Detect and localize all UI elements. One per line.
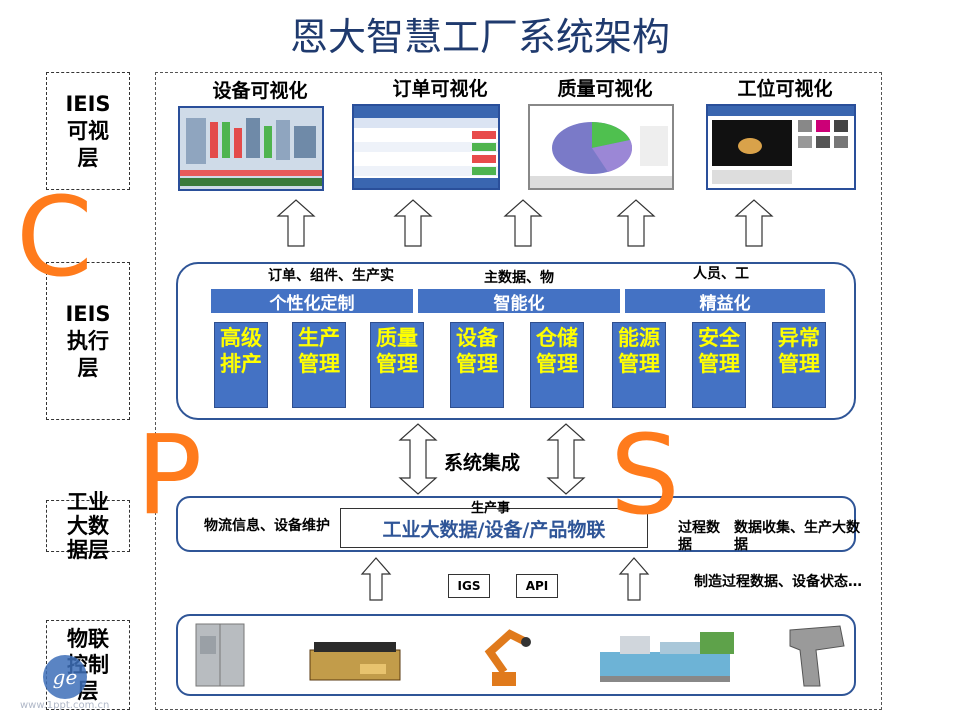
cps-letter-s: S — [610, 411, 680, 539]
architecture-frame — [155, 72, 882, 710]
module-production: 生产管理 — [292, 322, 346, 408]
up-arrow-3 — [503, 199, 543, 247]
module-quality: 质量管理 — [370, 322, 424, 408]
station-thumb — [708, 106, 854, 184]
order-visual-screen — [352, 104, 500, 190]
integration-arrows — [398, 423, 586, 495]
screen-title-order: 订单可视化 — [392, 78, 488, 100]
layer-label-exec-text: IEIS 执行 层 — [65, 301, 111, 380]
up-arrow-2 — [393, 199, 433, 247]
bigdata-note-left: 物流信息、设备维护 — [204, 518, 330, 534]
screen-title-station: 工位可视化 — [737, 78, 833, 100]
iot-devices — [195, 623, 845, 687]
module-warehouse: 仓储管理 — [530, 322, 584, 408]
up-arrow-5 — [734, 199, 774, 247]
double-arrow-left — [398, 423, 438, 495]
double-arrow-right — [546, 423, 586, 495]
bigdata-layer-box — [176, 496, 856, 552]
up-arrow-1 — [276, 199, 316, 247]
layer-label-visual-text: IEIS 可视 层 — [65, 91, 111, 170]
module-exception: 异常管理 — [772, 322, 826, 408]
module-scheduling: 高级排产 — [214, 322, 268, 408]
exec-layer-box — [176, 262, 856, 420]
iot-up-arrow-left — [360, 557, 392, 601]
svg-text:ge: ge — [53, 665, 78, 689]
interface-api: API — [516, 574, 558, 598]
exec-note-master: 主数据、物 — [484, 270, 554, 286]
robot-arm-icon — [484, 629, 531, 686]
iot-layer-box — [176, 614, 856, 696]
watermark-text: www.1ppt.com.cn — [20, 700, 110, 711]
production-line-icon — [600, 632, 734, 682]
agv-icon — [309, 642, 401, 681]
iot-up-arrow-right — [618, 557, 650, 601]
barcode-scanner-icon — [789, 625, 845, 687]
layer-label-bigdata-text: 工业 大数 据层 — [67, 490, 109, 562]
band-customization: 个性化定制 — [211, 289, 413, 314]
interface-igs: IGS — [448, 574, 490, 598]
page-title: 恩大智慧工厂系统架构 — [289, 15, 670, 59]
up-arrows-exec-to-vis — [276, 199, 774, 247]
bigdata-over-note: 生产事 — [471, 501, 511, 516]
layer-label-exec: IEIS 执行 层 — [46, 262, 130, 420]
bigdata-note-right2: 数据收集、生产大数据 — [734, 520, 860, 553]
quality-visual-screen — [528, 104, 674, 190]
module-energy: 能源管理 — [612, 322, 666, 408]
fridge-icon — [195, 623, 245, 687]
module-equipment: 设备管理 — [450, 322, 504, 408]
exec-note-order: 订单、组件、生产实 — [268, 268, 394, 284]
ge-logo-icon: ge — [43, 655, 87, 699]
screen-title-equipment: 设备可视化 — [212, 80, 308, 102]
integration-label: 系统集成 — [444, 452, 521, 474]
cps-letter-c: C — [16, 173, 93, 301]
layer-label-bigdata: 工业 大数 据层 — [46, 490, 130, 562]
equipment-visual-screen — [178, 106, 324, 191]
band-intelligence: 智能化 — [418, 289, 620, 314]
exec-note-people: 人员、工 — [693, 266, 749, 282]
layer-label-visual: IEIS 可视 层 — [46, 72, 130, 190]
cps-letter-p: P — [136, 411, 203, 539]
iot-note: 制造过程数据、设备状态… — [694, 574, 862, 590]
quality-pie-thumb — [530, 122, 672, 188]
equipment-chart-thumb — [180, 108, 322, 189]
module-safety: 安全管理 — [692, 322, 746, 408]
up-arrows-iot-to-bigdata — [360, 557, 650, 601]
order-table-thumb — [354, 106, 498, 188]
bigdata-center-box: 工业大数据/设备/产品物联 — [340, 508, 648, 548]
band-lean: 精益化 — [625, 289, 825, 314]
screen-title-quality: 质量可视化 — [557, 78, 653, 100]
station-visual-screen — [706, 104, 856, 190]
up-arrow-4 — [616, 199, 656, 247]
bigdata-note-right1: 过程数据 — [678, 520, 720, 553]
